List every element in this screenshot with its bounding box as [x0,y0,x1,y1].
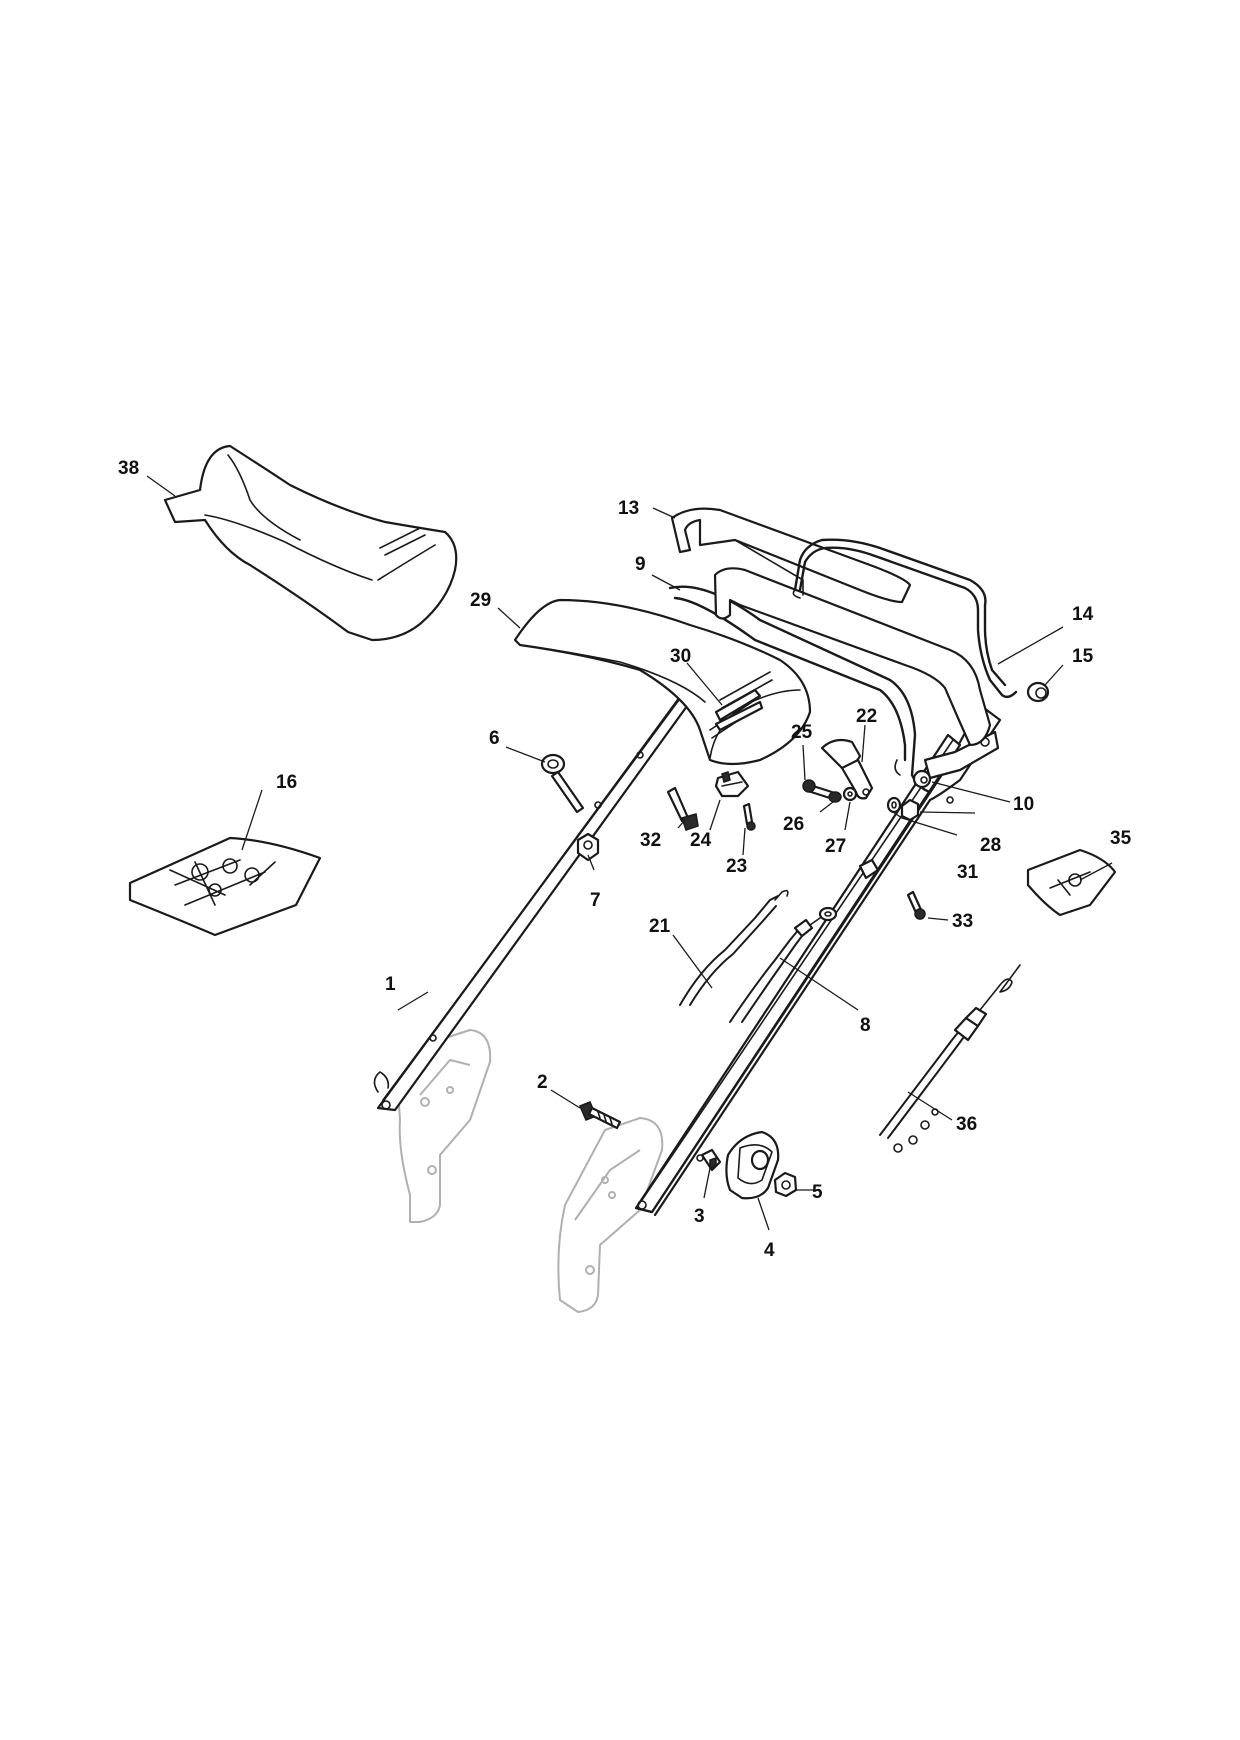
callout-8: 8 [860,1015,871,1036]
part-6-eye-bolt [540,753,585,814]
part-13-top-grip [670,507,992,747]
leader-26 [819,801,834,813]
leader-38 [146,475,176,497]
leader-22 [861,724,866,763]
leader-23 [742,827,746,856]
callout-2: 2 [537,1072,548,1093]
callout-31: 30 [670,646,691,667]
part-5-nut [773,1171,798,1198]
callout-33: 33 [952,911,973,932]
callout-5: 5 [812,1182,823,1203]
leader-10 [931,781,1011,803]
leader-21 [672,934,713,989]
callout-6: 6 [489,728,500,749]
part-8-cable [729,906,838,1023]
leader-8 [779,957,859,1011]
callout-1: 1 [385,974,396,995]
leader-27 [844,801,851,831]
leader-1 [397,991,429,1011]
callout-3: 3 [694,1206,705,1227]
right-mounting-bracket-ghost [557,1117,664,1313]
leader-14 [997,626,1064,665]
part-23-screw [742,802,756,831]
leader-29 [919,811,976,814]
leader-32 [677,819,686,829]
callout-4: 4 [764,1240,775,1261]
callout-28: 31 [957,862,979,883]
callout-36: 36 [956,1114,977,1135]
part-36-cable [879,964,1021,1153]
part-10-nut [912,769,932,789]
callout-26: 26 [783,814,804,835]
callout-25: 25 [791,722,813,743]
part-33-screw [906,890,926,920]
leader-4 [757,1197,770,1231]
callout-38: 38 [118,458,139,479]
callout-22: 22 [856,706,877,727]
leader-lines [146,475,1113,1231]
leader-13 [652,507,676,519]
part-29-nut [900,798,920,822]
leader-33 [927,917,949,921]
leader-30 [497,607,521,629]
part-31-insert [714,688,764,732]
part-24-clip [714,770,750,798]
leader-2 [550,1089,581,1109]
callout-27: 27 [825,836,846,857]
leader-35 [1079,862,1113,881]
callout-21: 21 [649,916,671,937]
callout-labels: 38 13 9 29 14 15 30 22 25 6 16 10 35 32 … [118,458,1132,1261]
leader-28 [889,809,958,836]
part-7-nut [576,832,600,862]
callout-32: 32 [640,830,661,851]
leader-25 [802,744,806,781]
callout-23: 23 [726,856,747,877]
callout-16: 16 [276,772,297,793]
part-1-lower-handle [373,684,1002,1217]
callout-15: 15 [1072,646,1094,667]
part-35-hardware-bag [1026,848,1117,917]
callout-14: 14 [1072,604,1094,625]
left-mounting-bracket-ghost [397,1029,492,1223]
part-26-washer [828,791,842,803]
part-28-washer [886,796,902,814]
part-14-wire-rod [792,538,1018,699]
leader-24 [709,799,721,831]
leader-9 [651,574,681,591]
leader-7 [587,854,595,871]
cable-clip [858,858,880,880]
part-4-handle-knob [725,1130,780,1200]
part-16-hardware-bag [128,836,322,937]
part-15-nut [1026,681,1050,703]
part-21-cable [679,889,789,1006]
callout-24: 24 [690,830,712,851]
callout-10: 10 [1013,794,1034,815]
leader-31 [686,662,723,706]
part-32-screw [666,786,699,831]
callout-30: 29 [470,590,491,611]
callout-29: 28 [980,835,1001,856]
part-38-handle-cover [163,444,458,642]
part-22-lever [820,738,874,800]
leader-16 [241,789,263,851]
callout-7: 7 [590,890,601,911]
part-2-bolt [579,1101,622,1130]
callout-13: 13 [618,498,639,519]
leader-15 [1044,664,1064,686]
leader-6 [505,746,546,763]
callout-35: 35 [1110,828,1132,849]
callout-9: 9 [635,554,646,575]
leader-36 [907,1091,953,1121]
part-3-bolt [700,1148,722,1172]
leader-3 [703,1167,711,1199]
